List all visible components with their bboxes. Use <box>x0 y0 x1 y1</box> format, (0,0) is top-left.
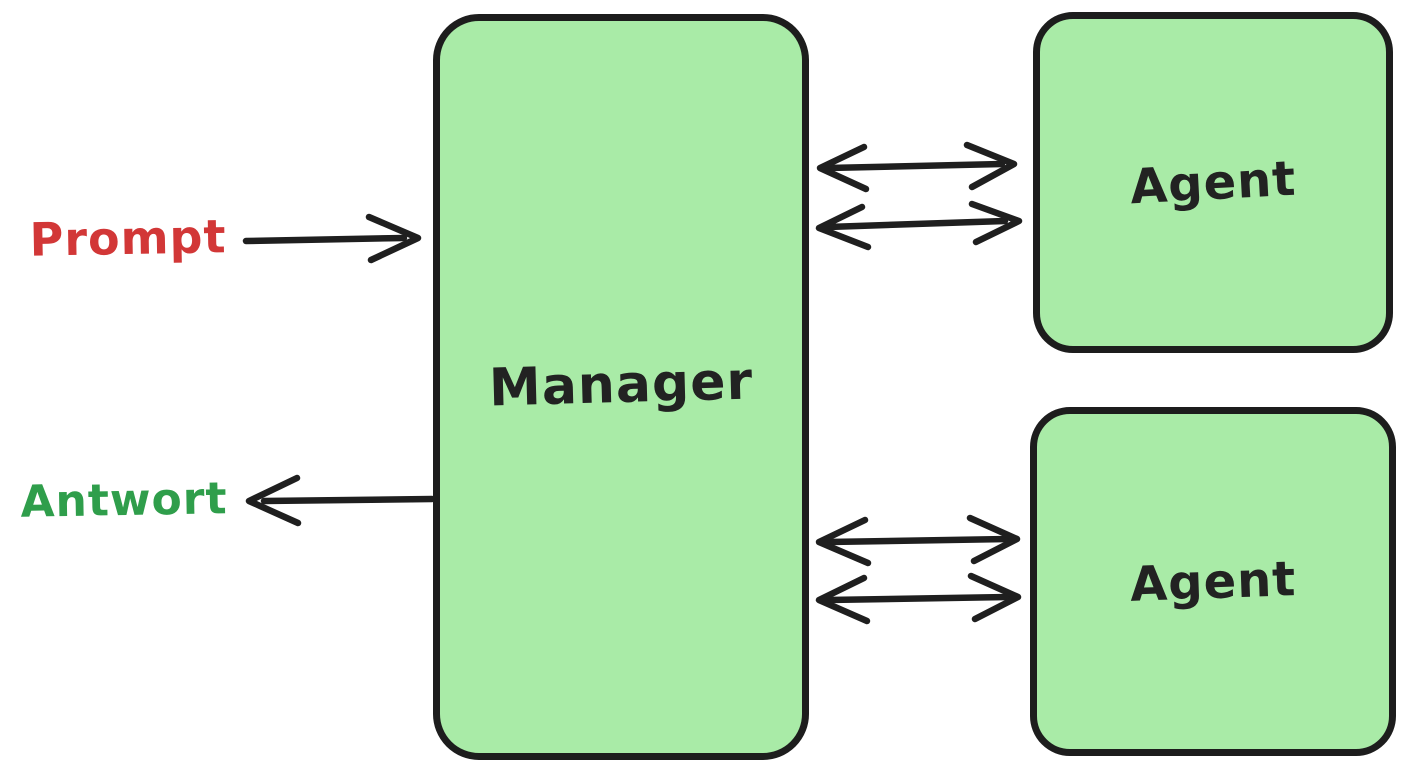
prompt-arrow <box>242 213 422 264</box>
agent-top-node: Agent <box>1033 12 1393 353</box>
manager-agent-top-arrows <box>815 141 1023 251</box>
agent-bottom-node: Agent <box>1030 407 1396 756</box>
prompt-label: Prompt <box>29 209 227 267</box>
agent-top-label: Agent <box>1128 150 1298 215</box>
agent-bottom-label: Agent <box>1128 550 1298 613</box>
antwort-label: Antwort <box>20 472 228 528</box>
manager-node: Manager <box>433 14 809 760</box>
manager-agent-bottom-arrows <box>815 514 1022 625</box>
manager-label: Manager <box>488 351 754 419</box>
antwort-arrow <box>245 474 436 527</box>
